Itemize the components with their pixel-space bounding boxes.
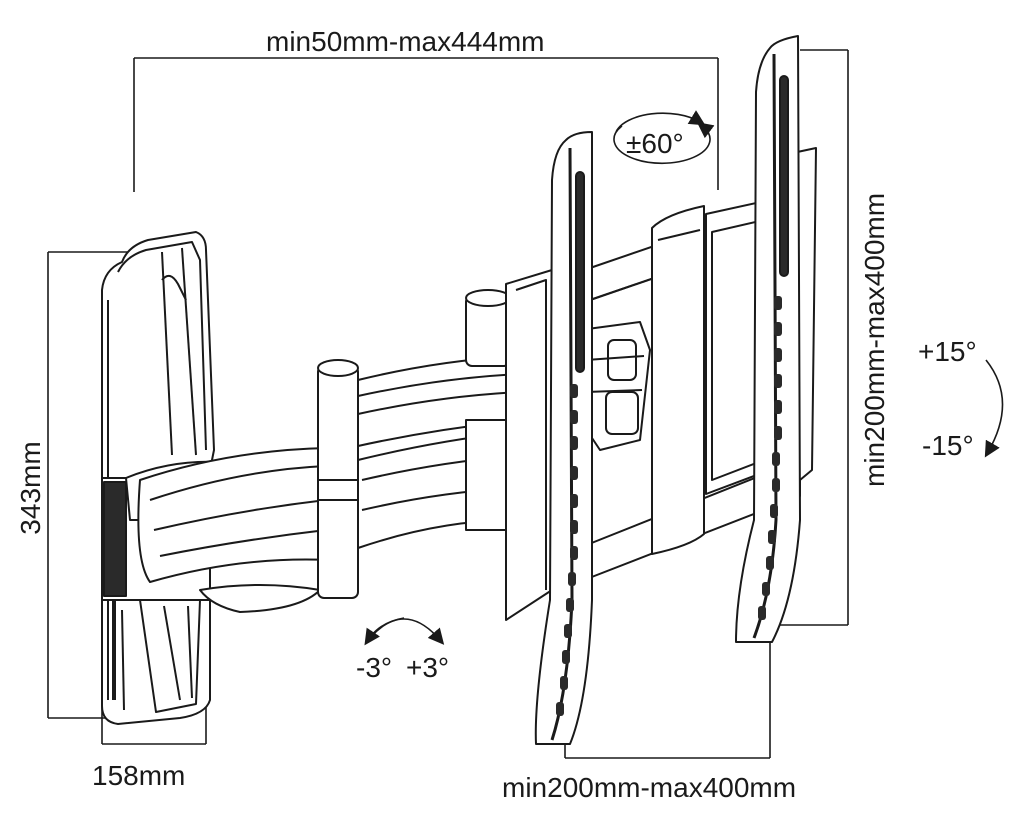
depth-range-label: min50mm-max444mm (266, 26, 545, 57)
swivel-angle-label: ±60° (626, 128, 684, 159)
vesa-vertical-label: min200mm-max400mm (859, 192, 890, 487)
vesa-horizontal-label: min200mm-max400mm (502, 772, 797, 803)
rotate-arc (367, 618, 445, 645)
wall-plate-height-label: 343mm (15, 441, 46, 535)
tilt-down-label: -15° (922, 430, 974, 461)
right-vesa-rail (735, 35, 817, 643)
rotate-right-label: +3° (406, 652, 450, 683)
rotate-left-label: -3° (356, 652, 393, 683)
rotate-arc-back (364, 617, 405, 646)
arm-assembly (125, 289, 651, 613)
left-vesa-rail (505, 131, 593, 745)
wall-plate-width-label: 158mm (92, 760, 186, 791)
swivel-arc-top (615, 110, 706, 133)
swivel-arc (613, 122, 715, 165)
vesa-slots (556, 296, 782, 716)
tilt-up-label: +15° (918, 336, 977, 367)
tilt-arc (984, 359, 1004, 458)
rotation-arrows (364, 110, 1004, 646)
